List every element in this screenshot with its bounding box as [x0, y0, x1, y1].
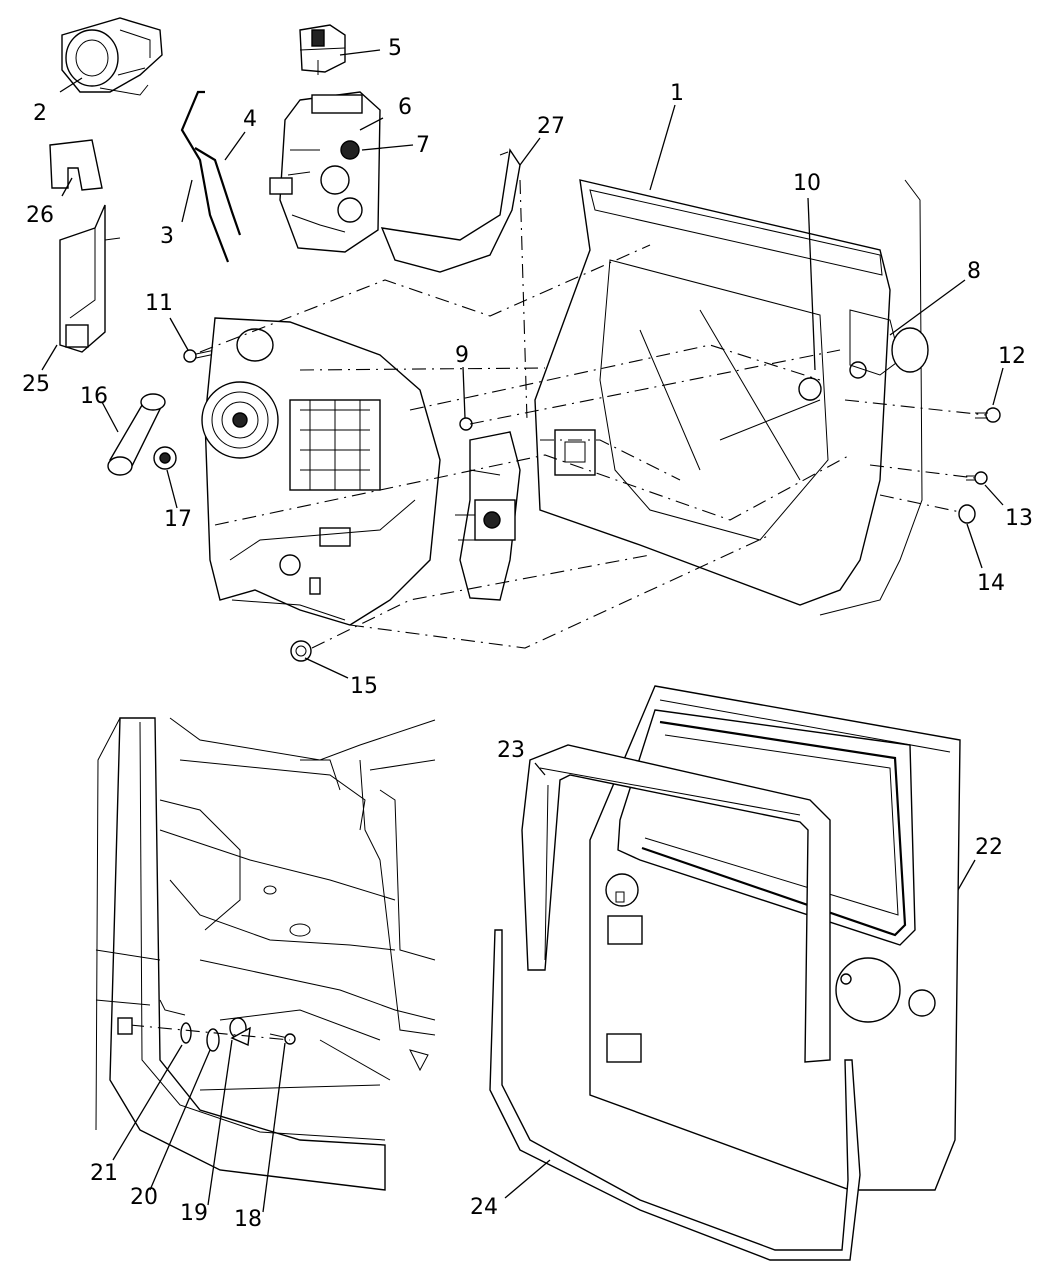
callouts: 1 2 3 4 5 6 7 8 9 10 11 12 13 14 15 16 1…	[22, 36, 1033, 1232]
callout-19: 19	[180, 1201, 208, 1226]
part-3-4-latch-rods	[180, 90, 242, 263]
callout-23: 23	[497, 738, 525, 763]
part-23-weatherstrip	[521, 744, 831, 1063]
part-14-plug	[958, 504, 976, 524]
callout-18: 18	[234, 1207, 262, 1232]
callout-12: 12	[998, 344, 1026, 369]
callout-20: 20	[130, 1185, 158, 1210]
callout-24: 24	[470, 1195, 498, 1220]
part-22-door-outer	[589, 685, 961, 1191]
callout-9: 9	[455, 343, 469, 368]
leader-lines	[41, 49, 1004, 1213]
callout-6: 6	[398, 95, 412, 120]
callout-27: 27	[537, 114, 565, 139]
part-27-trim	[380, 148, 521, 273]
callout-14: 14	[977, 571, 1005, 596]
callout-5: 5	[388, 36, 402, 61]
vehicle-body-opening	[95, 717, 436, 1191]
door-module-panel	[201, 317, 441, 626]
part-13-screw	[966, 471, 988, 485]
callout-3: 3	[160, 224, 174, 249]
part-26-clip	[49, 139, 103, 191]
callout-1: 1	[670, 81, 684, 106]
door-shell	[534, 179, 929, 616]
door-check-parts	[117, 1017, 296, 1052]
callout-8: 8	[967, 259, 981, 284]
part-17-seal	[153, 446, 177, 470]
callout-15: 15	[350, 674, 378, 699]
callout-17: 17	[164, 507, 192, 532]
callout-21: 21	[90, 1161, 118, 1186]
assembly-lines-top	[199, 179, 987, 649]
callout-11: 11	[145, 291, 173, 316]
callout-10: 10	[793, 171, 821, 196]
callout-7: 7	[416, 133, 430, 158]
callout-22: 22	[975, 835, 1003, 860]
callout-4: 4	[243, 107, 257, 132]
part-5-latch-clip	[299, 24, 346, 75]
part-15-bolt	[290, 640, 312, 662]
part-2-inside-handle	[61, 17, 163, 96]
callout-16: 16	[80, 384, 108, 409]
part-12-bolt	[975, 407, 1001, 423]
part-24-weatherstrip	[489, 929, 861, 1261]
callout-2: 2	[33, 101, 47, 126]
exterior-latch-assembly	[455, 431, 521, 601]
callout-13: 13	[1005, 506, 1033, 531]
callout-25: 25	[22, 372, 50, 397]
part-25-bracket	[59, 204, 121, 353]
callout-26: 26	[26, 203, 54, 228]
part-16-knob	[107, 393, 166, 476]
part-6-7-door-latch	[269, 91, 381, 253]
part-10-plug	[798, 377, 822, 401]
